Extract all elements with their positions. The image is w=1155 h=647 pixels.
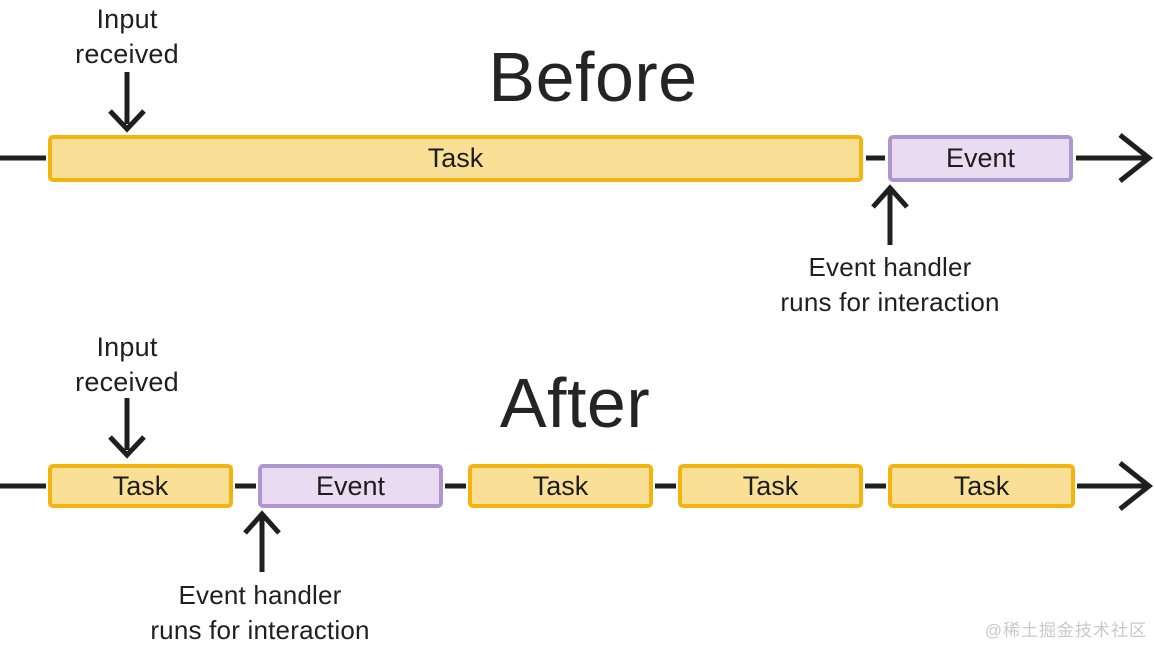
before-event-handler-note: Event handler runs for interaction bbox=[740, 250, 1040, 320]
before-input-note-line1: Input bbox=[96, 4, 158, 34]
after-task-3-label: Task bbox=[742, 470, 799, 501]
before-event-box: Event bbox=[888, 135, 1073, 182]
after-handler-note-line1: Event handler bbox=[178, 580, 342, 610]
before-input-note-line2: received bbox=[75, 39, 179, 69]
before-task-box: Task bbox=[48, 135, 863, 182]
after-input-arrowhead bbox=[108, 435, 146, 459]
after-task-box-1: Task bbox=[48, 464, 233, 508]
community-watermark: @稀土掘金技术社区 bbox=[984, 621, 1147, 640]
after-task-box-2: Task bbox=[468, 464, 653, 508]
after-event-box: Event bbox=[258, 464, 443, 508]
before-handler-note-line1: Event handler bbox=[808, 252, 972, 282]
after-timeline-arrowhead bbox=[1118, 461, 1154, 511]
after-task-4-label: Task bbox=[953, 470, 1010, 501]
before-event-label: Event bbox=[945, 143, 1016, 173]
before-handler-arrowhead bbox=[871, 184, 909, 209]
before-task-label: Task bbox=[427, 143, 484, 173]
after-task-box-3: Task bbox=[678, 464, 863, 508]
before-input-arrowhead bbox=[108, 109, 146, 133]
after-event-label: Event bbox=[315, 470, 386, 501]
after-input-received-note: Input received bbox=[17, 330, 237, 400]
before-timeline-arrowhead bbox=[1118, 133, 1154, 183]
before-section-title: Before bbox=[488, 38, 698, 116]
after-task-2-label: Task bbox=[532, 470, 589, 501]
before-input-received-note: Input received bbox=[17, 2, 237, 72]
after-event-handler-note: Event handler runs for interaction bbox=[110, 578, 410, 647]
after-section-title: After bbox=[499, 364, 651, 442]
after-input-note-line1: Input bbox=[96, 332, 158, 362]
before-handler-note-line2: runs for interaction bbox=[780, 287, 1000, 317]
after-task-1-label: Task bbox=[112, 470, 169, 501]
after-task-box-4: Task bbox=[888, 464, 1075, 508]
after-handler-note-line2: runs for interaction bbox=[150, 615, 370, 645]
after-input-note-line2: received bbox=[75, 367, 179, 397]
after-handler-arrowhead bbox=[243, 510, 281, 535]
